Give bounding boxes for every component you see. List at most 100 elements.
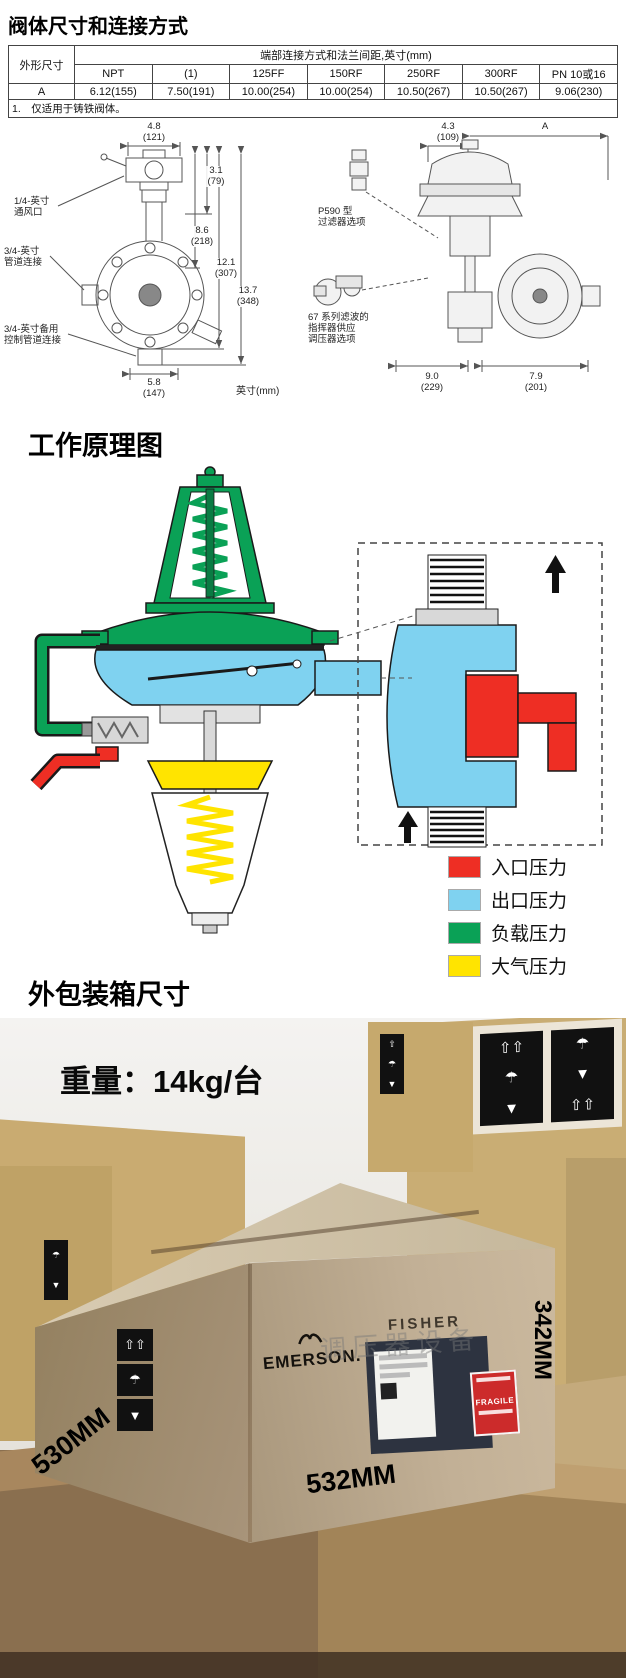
qr-code <box>380 1382 398 1400</box>
col-header-250rf: 250RF <box>384 64 463 84</box>
shipping-mark-tile: ☂ ▼ <box>44 1240 68 1300</box>
this-way-up-icon: ⇧⇧ <box>117 1329 153 1361</box>
flow-arrow-up-top-icon <box>545 555 566 593</box>
emerson-brand: EMERSON. <box>260 1327 362 1374</box>
table-footnote: 1. 仅适用于铸铁阀体。 <box>8 99 618 118</box>
this-way-up-icon: ⇧⇧ <box>569 1096 596 1115</box>
legend-row: 大气压力 <box>448 952 567 979</box>
pilot-body <box>91 716 149 744</box>
control-tube-outline <box>34 633 100 737</box>
inlet-pressure-shapes <box>95 674 577 772</box>
col-header-note1: (1) <box>151 64 231 84</box>
table-row: A 6.12(155) 7.50(191) 10.00(254) 10.00(2… <box>8 83 618 100</box>
fragile-glass-icon: ▼ <box>51 1280 61 1291</box>
packaging-section: 外包装箱尺寸 ⇧⇧ ☂ ▼ ☂ ▼ ⇧⇧ <box>0 973 626 1678</box>
lever-link <box>292 659 302 669</box>
value-cell: 10.00(254) <box>229 83 308 100</box>
pilot-spring <box>97 720 139 740</box>
fragile-sticker: FRAGILE <box>469 1369 521 1437</box>
umbrella-icon: ☂ <box>387 1058 397 1069</box>
dim-side-top: 4.3 (109) <box>435 121 461 143</box>
col-header-npt: NPT <box>74 64 153 84</box>
flow-arrow-up-bottom-icon <box>398 811 418 843</box>
dim-side-a: A <box>540 121 550 133</box>
table-group-header: 端部连接方式和法兰间距,英寸(mm) <box>74 45 618 65</box>
packaging-title: 外包装箱尺寸 <box>28 980 190 1010</box>
technical-drawings: 4.8 (121) 3.1 (79) 8.6 (218) 12.1 (307) … <box>0 120 626 412</box>
fragile-glass-icon: ▼ <box>387 1079 397 1090</box>
atmosphere-pressure-shapes <box>146 760 274 790</box>
table-row: NPT (1) 125FF 150RF 250RF 300RF PN 10或16 <box>9 64 618 84</box>
pilot-fitting <box>81 722 93 737</box>
label-control-connection: 3/4-英寸备用 控制管道连接 <box>4 324 62 346</box>
fragile-glass-icon: ▼ <box>504 1100 519 1118</box>
outlet-pressure-shapes <box>94 624 517 808</box>
fragile-glass-icon: ▼ <box>117 1399 153 1431</box>
outlet-color-swatch <box>448 888 481 911</box>
this-way-up-icon: ⇧ <box>388 1038 396 1049</box>
umbrella-icon: ☂ <box>504 1069 519 1088</box>
fragile-text: FRAGILE <box>475 1395 515 1408</box>
control-tube <box>37 636 100 734</box>
atmosphere-color-swatch <box>448 954 481 977</box>
package-height-dimension: 342MM <box>529 1300 556 1381</box>
top-thread-hatching <box>430 558 484 604</box>
legend-label: 大气压力 <box>491 957 568 978</box>
legend-label: 入口压力 <box>491 858 568 879</box>
dim-bottom-width: 5.8 (147) <box>141 377 167 399</box>
value-cell: 6.12(155) <box>74 83 153 100</box>
legend-label: 负载压力 <box>491 924 568 945</box>
legend-label: 出口压力 <box>491 891 568 912</box>
col-header-pn: PN 10或16 <box>539 64 618 84</box>
pressure-legend: 入口压力 出口压力 负载压力 大气压力 <box>448 853 567 985</box>
this-way-up-icon: ⇧⇧ <box>498 1038 525 1057</box>
side-view-drawing <box>313 132 609 372</box>
label-vent: 1/4-英寸 通风口 <box>14 196 50 218</box>
label-pilot-option: 67 系列滤波的 指挥器供应 调压器选项 <box>308 312 369 345</box>
box-ridge-edge <box>248 1264 252 1542</box>
value-cell: 10.50(267) <box>384 83 463 100</box>
main-box-right-face: FISHER FRAGILE <box>250 1248 555 1543</box>
table-corner-header: 外形尺寸 <box>8 45 75 84</box>
dim-height-2: 8.6 (218) <box>189 225 215 247</box>
umbrella-icon: ☂ <box>117 1364 153 1396</box>
valve-dimensions-section: 阀体尺寸和连接方式 外形尺寸 端部连接方式和法兰间距,英寸(mm) NPT (1… <box>0 0 626 412</box>
principle-diagram: 入口压力 出口压力 负载压力 大气压力 <box>0 465 626 978</box>
adjusting-stem <box>205 488 215 598</box>
lower-spring-coil <box>177 794 234 885</box>
lever-pivot <box>246 665 258 677</box>
dim-height-3: 12.1 (307) <box>213 257 239 279</box>
valve-flange <box>415 608 499 626</box>
label-pipe-connection: 3/4-英寸 管道连接 <box>4 246 43 268</box>
background-box-center: ⇧ ☂ ▼ <box>368 1022 473 1172</box>
legend-row: 负载压力 <box>448 919 567 946</box>
sticker-bar <box>478 1408 513 1416</box>
floor-shadow <box>0 1652 626 1678</box>
principle-diagram-svg <box>30 466 603 934</box>
working-principle-section: 工作原理图 <box>0 424 626 978</box>
dim-height-1: 3.1 (79) <box>206 165 226 187</box>
legend-row: 出口压力 <box>448 886 567 913</box>
inlet-tube <box>32 756 100 789</box>
inlet-color-swatch <box>448 855 481 878</box>
value-cell: 7.50(191) <box>151 83 231 100</box>
diaphragm-plate <box>96 645 324 650</box>
umbrella-icon: ☂ <box>51 1249 61 1260</box>
emerson-logo-icon <box>298 1333 323 1345</box>
shipping-marks-column: ⇧⇧ ☂ ▼ <box>117 1329 153 1434</box>
package-photo: ⇧⇧ ☂ ▼ ☂ ▼ ⇧⇧ ⇧ ☂ ▼ <box>0 1018 626 1678</box>
units-note: 英寸(mm) <box>236 386 280 397</box>
label-text-line <box>379 1371 411 1379</box>
table-row: 外形尺寸 端部连接方式和法兰间距,英寸(mm) <box>8 45 618 84</box>
weight-text: 重量：14kg/台 <box>60 1064 264 1099</box>
shipping-mark-tile: ⇧ ☂ ▼ <box>380 1034 404 1094</box>
valve-dimensions-title: 阀体尺寸和连接方式 <box>8 16 188 38</box>
table-row: 1. 仅适用于铸铁阀体。 <box>8 99 618 118</box>
shipping-mark-tile: ☂ ▼ ⇧⇧ <box>551 1027 614 1123</box>
row-label-a: A <box>8 83 75 100</box>
label-text-line <box>379 1362 428 1370</box>
working-principle-title: 工作原理图 <box>28 431 163 461</box>
dim-height-4: 13.7 (348) <box>235 285 261 307</box>
dim-side-bottom-right: 7.9 (201) <box>523 371 549 393</box>
